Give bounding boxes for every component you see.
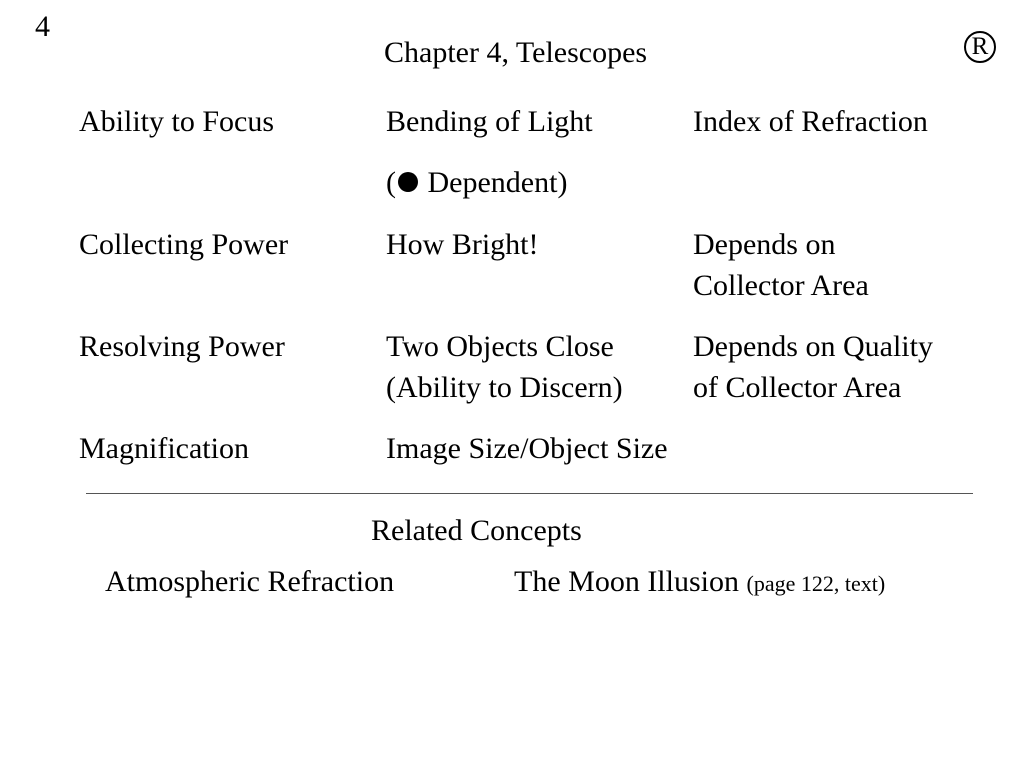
detail-index-of-refraction: Index of Refraction xyxy=(693,105,928,138)
page-title: Chapter 4, Telescopes xyxy=(384,36,648,69)
related-item-label: The Moon Illusion xyxy=(514,565,739,598)
dependent-text: Dependent) xyxy=(427,166,568,199)
description-line-2: (Ability to Discern) xyxy=(386,371,623,404)
description-line-1: Two Objects Close xyxy=(386,330,614,363)
term-resolving-power: Resolving Power xyxy=(79,330,285,363)
bullet-icon xyxy=(398,172,418,192)
term-ability-to-focus: Ability to Focus xyxy=(79,105,275,138)
term-collecting-power: Collecting Power xyxy=(79,228,289,261)
term-magnification: Magnification xyxy=(79,432,249,465)
dependent-open-paren: ( xyxy=(386,166,396,199)
description-image-size: Image Size/Object Size xyxy=(386,432,668,465)
page-reference: (page 122, text) xyxy=(746,571,886,596)
detail-depends-on: Depends on Collector Area xyxy=(693,224,869,306)
description-how-bright: How Bright! xyxy=(386,228,539,261)
description-bending-of-light: Bending of Light xyxy=(386,105,593,138)
related-item-atmospheric-refraction: Atmospheric Refraction xyxy=(105,565,395,598)
detail-line-2: Collector Area xyxy=(693,269,869,302)
detail-depends-on-quality: Depends on Quality of Collector Area xyxy=(693,326,933,408)
related-concepts-heading: Related Concepts xyxy=(371,514,582,547)
detail-line-1: Depends on Quality xyxy=(693,330,933,363)
detail-line-1: Depends on xyxy=(693,228,836,261)
detail-line-2: of Collector Area xyxy=(693,371,902,404)
description-two-objects-close: Two Objects Close (Ability to Discern) xyxy=(386,326,623,408)
page-number: 4 xyxy=(35,10,50,43)
related-item-moon-illusion: The Moon Illusion (page 122, text) xyxy=(514,562,885,604)
section-divider xyxy=(86,493,973,494)
dependent-note: ( Dependent) xyxy=(386,162,567,203)
registered-trademark-icon: R xyxy=(964,31,996,63)
